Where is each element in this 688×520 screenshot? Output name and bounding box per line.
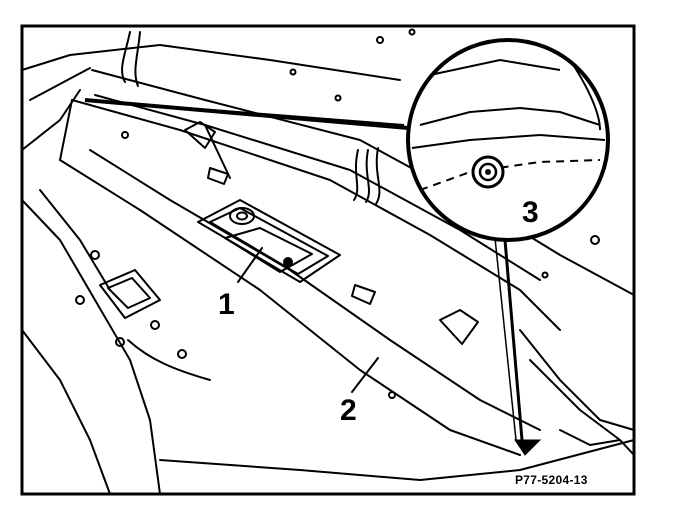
bracket-upper xyxy=(184,121,216,149)
leader-line-1 xyxy=(237,247,263,283)
rivet xyxy=(75,295,85,305)
pointer-line-top-2 xyxy=(84,99,405,126)
roof-edge-top xyxy=(21,44,401,81)
detail-edge-1 xyxy=(419,106,601,126)
callout-number-1: 1 xyxy=(218,288,235,321)
detail-curve xyxy=(569,59,601,131)
pointer-tip xyxy=(514,439,542,456)
callout-number-3: 3 xyxy=(522,196,539,229)
roof-edge-lower xyxy=(29,67,91,101)
magnified-detail xyxy=(406,38,610,242)
panel-left-edge xyxy=(59,99,73,161)
rivet xyxy=(289,68,297,76)
callout-number-2: 2 xyxy=(340,394,357,427)
pointer-line-bottom-2 xyxy=(494,237,517,441)
panel-lower-rail xyxy=(89,149,541,431)
floor-edge xyxy=(159,439,635,481)
pointer-line-bottom xyxy=(503,239,524,441)
seat-edge-2 xyxy=(39,189,111,291)
rail-edge xyxy=(204,124,231,179)
rivet xyxy=(121,131,129,139)
tab-1 xyxy=(207,167,229,185)
rivet xyxy=(590,235,600,245)
panel-bottom-edge xyxy=(59,159,521,456)
lower-bracket-inner xyxy=(107,277,151,309)
wire-harness-3 xyxy=(375,147,381,205)
upper-rail-bottom xyxy=(94,94,541,281)
figure-reference-code: P77-5204-13 xyxy=(515,473,588,487)
latch-roller xyxy=(229,207,255,225)
magnifier-pointer xyxy=(84,98,542,456)
screw-slot xyxy=(485,169,491,175)
right-corner xyxy=(559,429,635,456)
tab-2 xyxy=(351,284,376,305)
detail-edge-2 xyxy=(411,133,606,149)
line-drawing xyxy=(21,28,635,495)
rivet xyxy=(408,28,416,36)
panel-top-edge xyxy=(71,99,561,331)
rivet xyxy=(541,271,549,279)
wire-harness-2 xyxy=(365,149,370,203)
leader-line-2 xyxy=(351,357,379,393)
rivet xyxy=(90,250,100,260)
rivets xyxy=(75,28,600,399)
detail-edge-3 xyxy=(429,58,561,76)
latch-housing xyxy=(197,199,341,283)
latch-body xyxy=(224,227,313,273)
detail-dashed-line xyxy=(419,159,601,191)
rivet xyxy=(376,36,384,44)
right-trim-1 xyxy=(519,329,635,431)
rivet xyxy=(150,320,160,330)
rivet xyxy=(115,337,125,347)
latch-roller-inner xyxy=(236,211,248,221)
wire-harness-1 xyxy=(353,149,359,201)
right-trim-2 xyxy=(529,359,621,441)
side-panel-bottom xyxy=(21,329,111,495)
rivet xyxy=(334,94,342,102)
magnifier-circle xyxy=(406,38,610,242)
latch-bolt xyxy=(283,257,293,267)
bracket-right xyxy=(439,309,479,345)
lower-curve xyxy=(127,339,211,381)
rivet xyxy=(177,349,187,359)
seat-edge-1 xyxy=(21,199,161,495)
rivet xyxy=(388,391,396,399)
lower-bracket xyxy=(99,269,161,319)
